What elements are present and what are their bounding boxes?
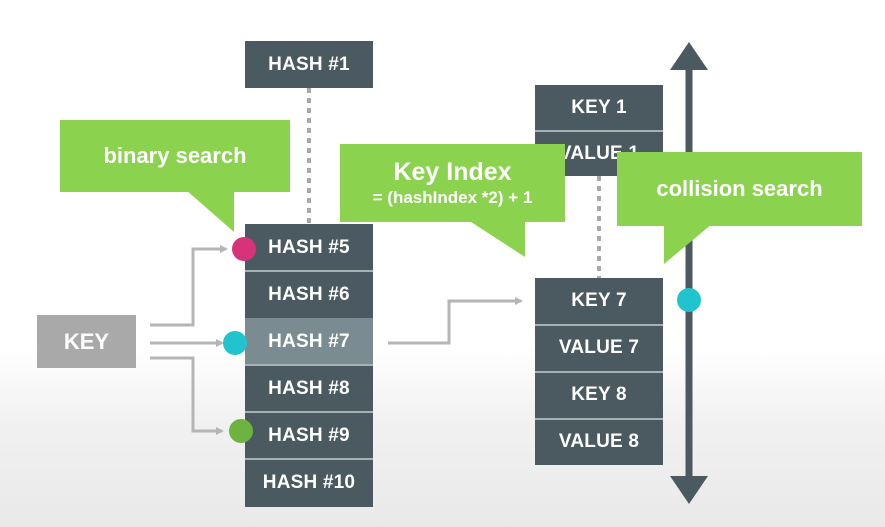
green-dot-icon [229,419,253,443]
hash-cell: HASH #6 [245,271,373,318]
value-cell: KEY 7 [535,278,663,324]
hash-column: HASH #5 HASH #6 HASH #7 HASH #8 HASH #9 … [245,224,373,507]
cell-divider [535,371,663,373]
value-cell: VALUE 8 [535,419,663,465]
arrow-to-hash-9 [150,356,224,435]
cell-divider [535,324,663,326]
cyan-dot-icon [223,331,247,355]
binary-search-label: binary search [103,143,247,168]
collision-search-tail [664,224,712,264]
hash-cell: HASH #10 [245,459,373,507]
value-cell: KEY 1 [535,85,663,130]
hash-cell: HASH #8 [245,365,373,412]
collision-arrow-up [670,42,708,70]
cell-divider [245,270,373,272]
value-cell: KEY 8 [535,372,663,418]
key-index-title: Key Index [393,158,512,186]
value-column: KEY 7 VALUE 7 KEY 8 VALUE 8 [535,278,663,465]
cell-divider [245,411,373,413]
cyan-dot-icon [677,288,701,312]
hash-cell: HASH #5 [245,224,373,271]
value-cell: VALUE 7 [535,325,663,371]
key-index-callout: Key Index = (hashIndex *2) + 1 [340,144,565,222]
collision-search-callout: collision search [617,152,862,226]
cell-divider [535,418,663,420]
binary-search-callout: binary search [60,120,290,192]
hash-cell-highlighted: HASH #7 [245,318,373,365]
key-index-tail [468,220,525,257]
collision-arrow-down [670,476,708,504]
hash-cell: HASH #9 [245,412,373,459]
arrow-to-hash-5 [150,245,228,327]
key-index-formula: = (hashIndex *2) + 1 [372,188,533,207]
binary-search-tail [186,190,234,232]
collision-search-label: collision search [656,176,823,201]
arrow-to-key-7 [388,297,523,345]
key-box: KEY [37,315,136,368]
cell-divider [535,130,663,132]
hash-1-box: HASH #1 [245,41,373,88]
cell-divider [245,364,373,366]
pink-dot-icon [232,237,256,261]
cell-divider [245,458,373,460]
